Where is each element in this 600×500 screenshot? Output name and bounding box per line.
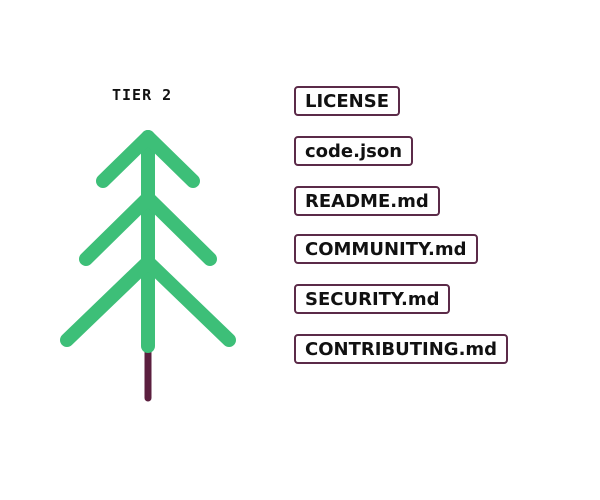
file-security: SECURITY.md [294, 284, 451, 314]
tree-middle-branch [79, 191, 217, 266]
tier-label: TIER 2 [112, 86, 173, 104]
tree-top-branch [96, 130, 200, 188]
tree-bottom-branch [60, 255, 236, 347]
file-readme: README.md [294, 186, 440, 216]
file-license: LICENSE [294, 86, 400, 116]
file-community: COMMUNITY.md [294, 234, 478, 264]
file-contributing: CONTRIBUTING.md [294, 334, 509, 364]
file-code-json: code.json [294, 136, 414, 166]
